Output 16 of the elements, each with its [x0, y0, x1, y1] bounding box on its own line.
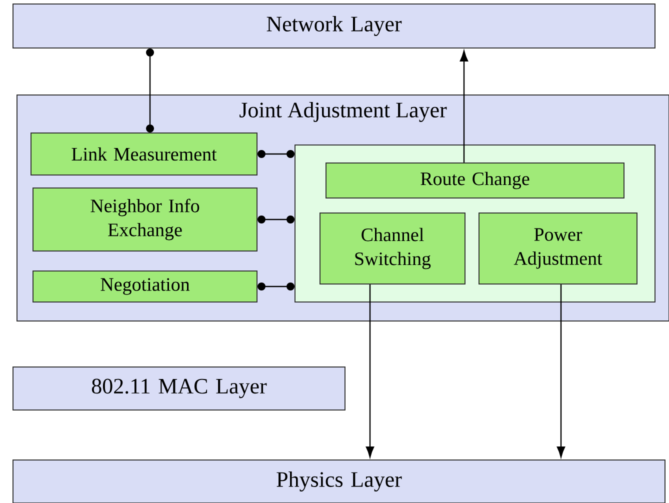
layer-box: Network Layer	[12, 4, 656, 48]
connector	[556, 284, 566, 458]
module-box: Channel Switching	[320, 212, 466, 284]
module-box: Negotiation	[32, 270, 258, 302]
connector	[146, 48, 154, 132]
layer-box: 802.11 MAC Layer	[12, 366, 346, 410]
module-box: Power Adjustment	[478, 212, 638, 284]
layer-box: Physics Layer	[12, 460, 666, 503]
module-box: Neighbor Info Exchange	[32, 188, 258, 252]
connector	[258, 216, 294, 224]
connector	[258, 150, 294, 158]
connector	[366, 284, 374, 458]
module-box: Route Change	[326, 162, 624, 198]
connector	[258, 282, 294, 290]
connector	[460, 50, 468, 162]
module-box: Link Measurement	[30, 132, 258, 176]
